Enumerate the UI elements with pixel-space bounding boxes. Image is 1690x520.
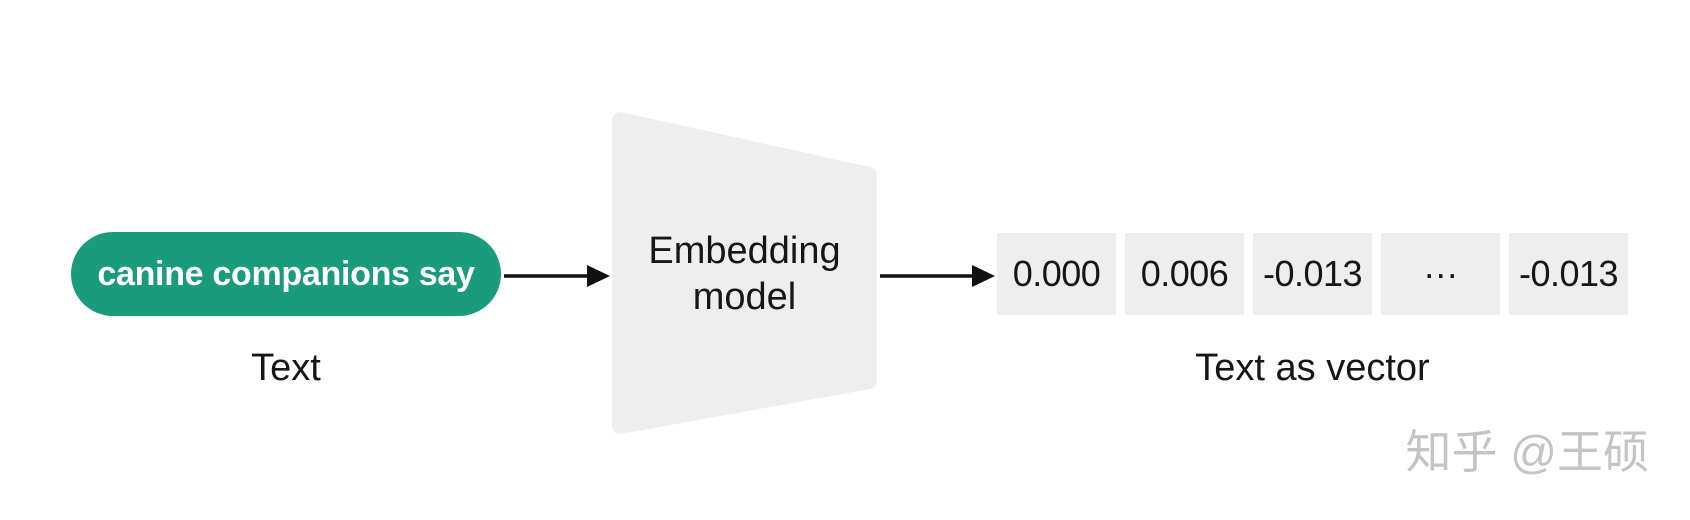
vector-cell-2: -0.013 xyxy=(1253,233,1372,315)
arrow-input-to-model xyxy=(504,265,610,287)
embedding-model-trapezoid xyxy=(612,112,877,434)
input-label: Text xyxy=(251,347,321,389)
vector-cell-0: 0.000 xyxy=(997,233,1116,315)
vector-cell-1: 0.006 xyxy=(1125,233,1244,315)
vector-cell-4: -0.013 xyxy=(1509,233,1628,315)
output-label: Text as vector xyxy=(1195,347,1430,389)
arrow-model-to-output xyxy=(880,265,995,287)
input-text-pill: canine companions say xyxy=(71,232,501,316)
watermark: 知乎 @王硕 xyxy=(1405,426,1649,478)
vector-cell-ellipsis: ··· xyxy=(1381,233,1500,315)
vector-cells-row: 0.000 0.006 -0.013 ··· -0.013 xyxy=(997,233,1628,315)
input-text: canine companions say xyxy=(97,254,475,293)
embedding-model-label: Embedding model xyxy=(648,230,841,318)
